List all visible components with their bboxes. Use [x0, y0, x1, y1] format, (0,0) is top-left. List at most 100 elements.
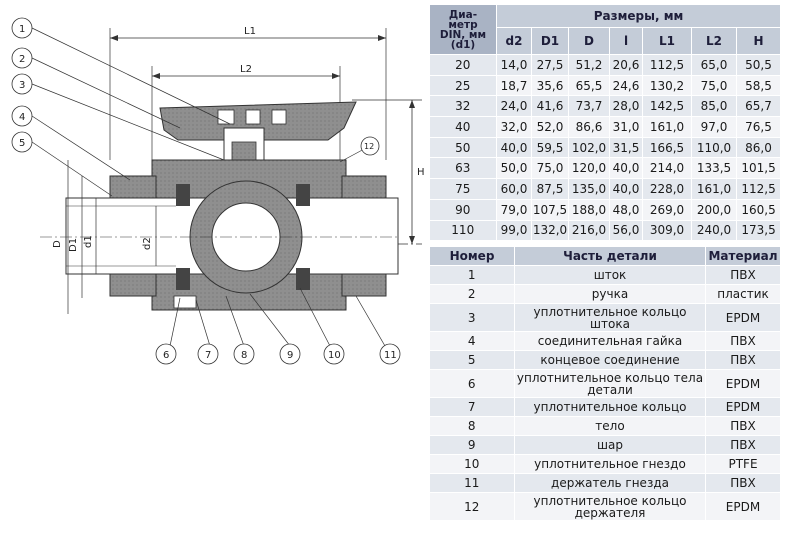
part-material-cell: ПВХ — [705, 416, 781, 436]
part-num-cell: 6 — [429, 369, 515, 398]
column-header-l1: L1 — [642, 27, 692, 55]
part-num-cell: 4 — [429, 331, 515, 351]
dimension-cell: 309,0 — [642, 220, 692, 242]
dimension-cell: 41,6 — [531, 95, 569, 118]
diameter-cell: 40 — [429, 116, 497, 138]
dimension-cell: 214,0 — [642, 157, 692, 180]
dimension-cell: 85,0 — [691, 95, 737, 118]
dimension-cell: 50,5 — [736, 54, 782, 76]
column-header-l: l — [609, 27, 643, 55]
part-num-cell: 8 — [429, 416, 515, 436]
dimension-cell: 87,5 — [531, 178, 569, 200]
dimension-cell: 65,5 — [568, 75, 610, 97]
part-part-cell: уплотнительное кольцо — [514, 397, 706, 417]
part-part-cell: держатель гнезда — [514, 473, 706, 493]
part-material-cell: EPDM — [705, 369, 781, 398]
part-part-cell: уплотнительное кольцо штока — [514, 303, 706, 332]
parts-header-number: Номер — [429, 246, 515, 266]
dimension-cell: 107,5 — [531, 199, 569, 221]
part-num-cell: 10 — [429, 454, 515, 474]
callout-5: 5 — [19, 138, 25, 149]
dimension-cell: 32,0 — [496, 116, 532, 138]
callouts — [31, 27, 386, 347]
dimension-cell: 161,0 — [642, 116, 692, 138]
part-material-cell: ПВХ — [705, 265, 781, 285]
callout-8: 8 — [241, 350, 247, 361]
part-part-cell: тело — [514, 416, 706, 436]
dim-label-d: D — [52, 240, 63, 248]
dimension-cell: 20,6 — [609, 54, 643, 76]
dimension-cell: 14,0 — [496, 54, 532, 76]
dimension-cell: 73,7 — [568, 95, 610, 118]
column-header-d: D — [568, 27, 610, 55]
dimension-cell: 102,0 — [568, 137, 610, 159]
dimension-cell: 65,7 — [736, 95, 782, 118]
part-num-cell: 3 — [429, 303, 515, 332]
parts-header-material: Материал — [705, 246, 781, 266]
dimension-cell: 75,0 — [531, 157, 569, 180]
part-part-cell: уплотнительное кольцо тела детали — [514, 369, 706, 398]
dimension-cell: 101,5 — [736, 157, 782, 180]
part-part-cell: уплотнительное кольцо держателя — [514, 492, 706, 521]
dimension-cell: 40,0 — [609, 178, 643, 200]
dimension-cell: 142,5 — [642, 95, 692, 118]
dimension-cell: 35,6 — [531, 75, 569, 97]
callout-9: 9 — [287, 350, 293, 361]
diameter-cell: 50 — [429, 137, 497, 159]
part-material-cell: ПВХ — [705, 350, 781, 370]
part-part-cell: уплотнительное гнездо — [514, 454, 706, 474]
dimension-cell: 200,0 — [691, 199, 737, 221]
dimension-cell: 60,0 — [496, 178, 532, 200]
part-part-cell: концевое соединение — [514, 350, 706, 370]
dimension-cell: 173,5 — [736, 220, 782, 242]
part-material-cell: пластик — [705, 284, 781, 304]
dimension-cell: 79,0 — [496, 199, 532, 221]
diameter-cell: 110 — [429, 220, 497, 242]
dimension-cell: 135,0 — [568, 178, 610, 200]
callout-bubbles — [11, 17, 401, 365]
dimension-cell: 76,5 — [736, 116, 782, 138]
dimension-cell: 48,0 — [609, 199, 643, 221]
dimension-cell: 75,0 — [691, 75, 737, 97]
diameter-cell: 63 — [429, 157, 497, 180]
callout-11: 11 — [384, 350, 397, 361]
part-num-cell: 1 — [429, 265, 515, 285]
dimension-cell: 40,0 — [609, 157, 643, 180]
part-material-cell: EPDM — [705, 303, 781, 332]
valve-section-drawing: L1 L2 H D D1 d1 d2 — [11, 17, 425, 365]
part-num-cell: 9 — [429, 435, 515, 455]
dimension-cell: 40,0 — [496, 137, 532, 159]
part-num-cell: 12 — [429, 492, 515, 521]
callout-2: 2 — [19, 54, 25, 65]
part-part-cell: ручка — [514, 284, 706, 304]
dimension-cell: 31,0 — [609, 116, 643, 138]
dimension-cell: 27,5 — [531, 54, 569, 76]
dimension-cell: 18,7 — [496, 75, 532, 97]
dimension-cell: 97,0 — [691, 116, 737, 138]
dimension-cell: 188,0 — [568, 199, 610, 221]
dimension-cell: 112,5 — [736, 178, 782, 200]
dimension-cell: 132,0 — [531, 220, 569, 242]
dimension-cell: 166,5 — [642, 137, 692, 159]
column-header-l2: L2 — [691, 27, 737, 55]
callout-3: 3 — [19, 80, 25, 91]
column-header-h: H — [735, 27, 782, 55]
dimension-cell: 31,5 — [609, 137, 643, 159]
diameter-cell: 32 — [429, 95, 497, 118]
part-material-cell: EPDM — [705, 397, 781, 417]
dim-label-l1: L1 — [244, 26, 256, 37]
